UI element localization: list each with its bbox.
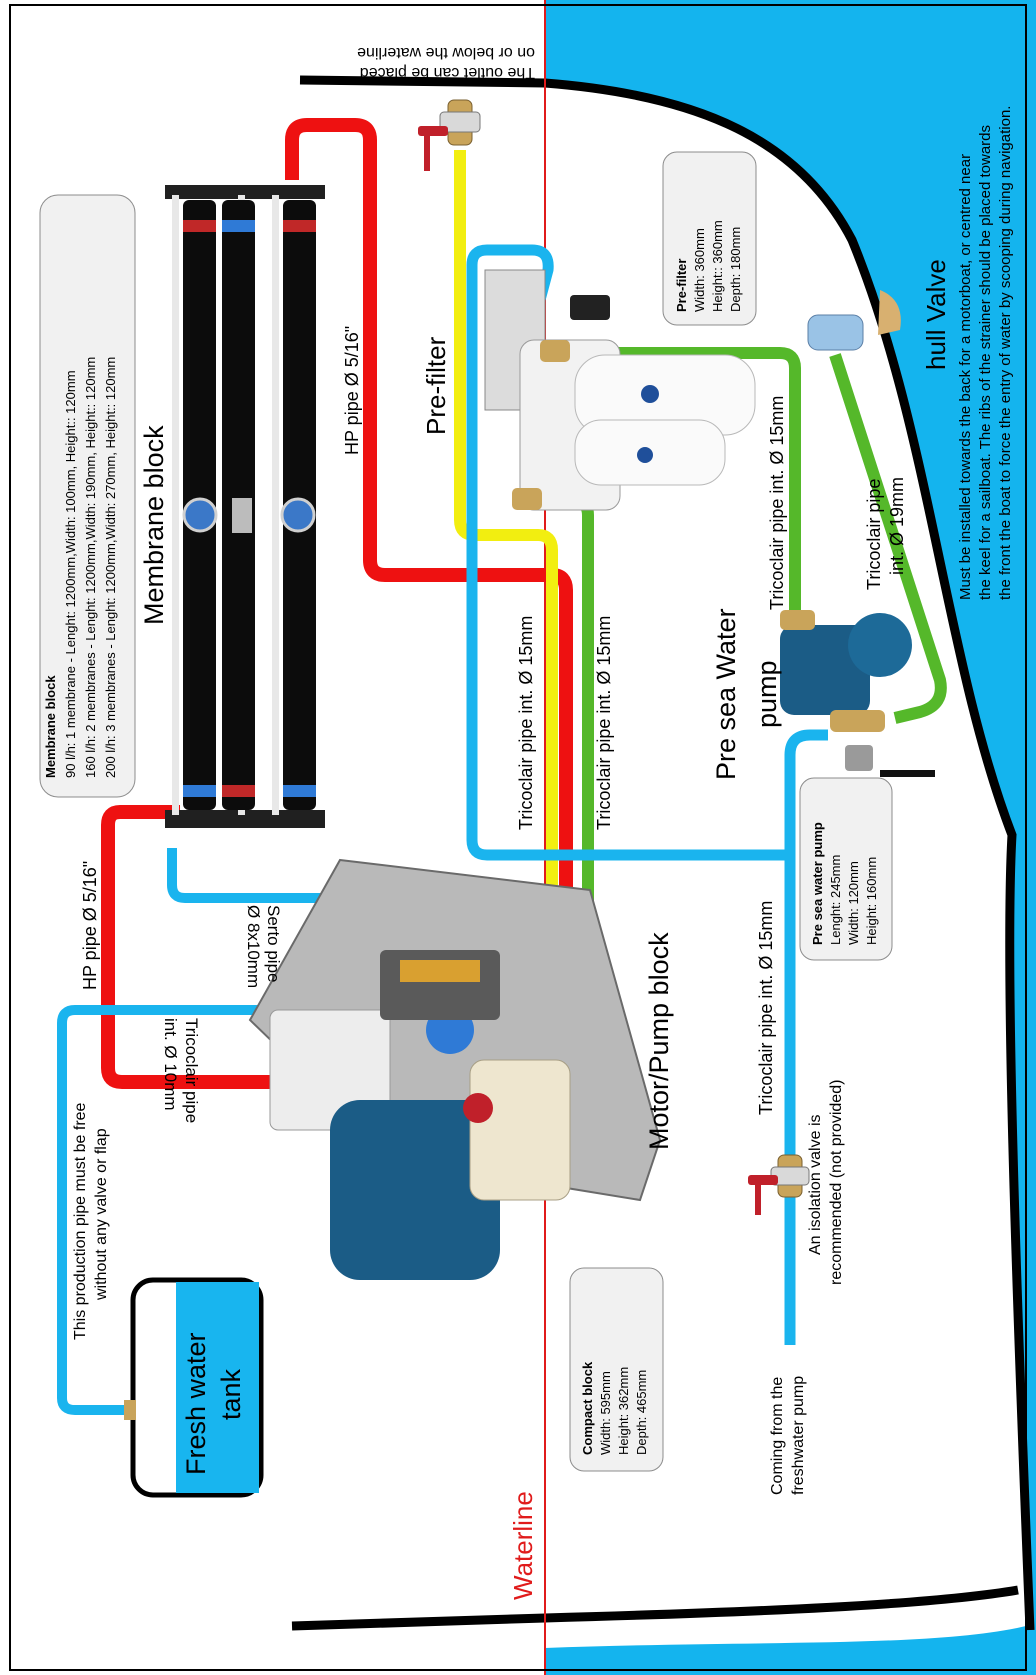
- outlet-note: on or below the waterline: [357, 44, 535, 61]
- hull-valve-note: Must be installed towards the back for a…: [957, 154, 974, 600]
- prefilter-info-line: Height:: 360mm: [710, 220, 725, 312]
- hull-valve-note: the keel for a sailboat. The ribs of the…: [977, 125, 994, 600]
- hp-pipe-top-label: HP pipe Ø 5/16": [342, 326, 362, 455]
- membrane-info-line: 90 l/h: 1 membrane - Lenght: 1200mm,Widt…: [63, 370, 78, 778]
- pump-info-line: Lenght: 245mm: [828, 855, 843, 945]
- compact-info-line: Width: 595mm: [598, 1371, 613, 1455]
- pump-title: pump: [752, 660, 782, 728]
- freshwater-origin-note: Coming from the: [769, 1377, 786, 1495]
- prefilter-info-line: Width: 360mm: [692, 228, 707, 312]
- membrane-block-title: Membrane block: [139, 425, 169, 625]
- membrane-info-title: Membrane block: [43, 675, 58, 778]
- tricoclair-15-mid-label: Tricoclair pipe int. Ø 15mm: [594, 616, 614, 830]
- production-pipe-note: without any valve or flap: [93, 1128, 110, 1301]
- fresh-water-tank-label: Fresh water: [181, 1332, 211, 1475]
- tricoclair-19-label: int. Ø 19mm: [887, 477, 907, 575]
- prefilter-info-line: Depth: 180mm: [728, 227, 743, 312]
- prefilter-info-title: Pre-filter: [674, 259, 689, 312]
- hp-pipe-bottom-label: HP pipe Ø 5/16": [80, 861, 100, 990]
- isolation-valve-note: An isolation valve is: [807, 1114, 824, 1255]
- compact-info-title: Compact block: [580, 1361, 595, 1455]
- outlet-note: The outlet can be placed: [360, 64, 535, 81]
- prefilter-info-box: Pre-filter Width: 360mm Height:: 360mm D…: [663, 152, 756, 325]
- membrane-info-line: 160 l/h: 2 membranes - Lenght: 1200mm,Wi…: [83, 357, 98, 778]
- serto-pipe-label: Serto pipe: [264, 905, 283, 983]
- hull-valve-title: hull Valve: [921, 259, 951, 370]
- motor-pump-block-title: Motor/Pump block: [644, 932, 674, 1150]
- production-pipe-note: This production pipe must be free: [72, 1102, 89, 1340]
- membrane-info-box: Membrane block 90 l/h: 1 membrane - Leng…: [40, 195, 135, 797]
- pump-info-title: Pre sea water pump: [810, 822, 825, 945]
- isolation-valve-note: recommended (not provided): [828, 1080, 845, 1285]
- pump-title: Pre sea Water: [711, 608, 741, 780]
- pump-info-box: Pre sea water pump Lenght: 245mm Width: …: [800, 778, 892, 960]
- pump-info-line: Height: 160mm: [864, 857, 879, 945]
- hull-valve-note: the front the boat to force the entry of…: [997, 106, 1014, 600]
- membrane-info-line: 200 l/h: 3 membranes - Lenght: 1200mm,Wi…: [103, 357, 118, 778]
- tricoclair-15-right-label: Tricoclair pipe int. Ø 15mm: [767, 396, 787, 610]
- prefilter-title: Pre-filter: [421, 336, 451, 435]
- membrane-block-device: [165, 185, 325, 828]
- compact-info-box: Compact block Width: 595mm Height: 362mm…: [570, 1268, 663, 1471]
- tricoclair-15-left-label: Tricoclair pipe int. Ø 15mm: [516, 616, 536, 830]
- waterline-label: Waterline: [508, 1491, 538, 1600]
- freshwater-origin-note: freshwater pump: [790, 1376, 807, 1495]
- compact-info-line: Depth: 465mm: [634, 1370, 649, 1455]
- tricoclair-10-label: Tricoclair pipe: [182, 1018, 201, 1123]
- compact-info-line: Height: 362mm: [616, 1367, 631, 1455]
- serto-pipe-label: Ø 8x10mm: [244, 905, 263, 988]
- fresh-water-tank-label: tank: [216, 1368, 246, 1420]
- tricoclair-15-sea-label: Tricoclair pipe int. Ø 15mm: [756, 901, 776, 1115]
- tricoclair-10-label: int. Ø 10mm: [161, 1018, 180, 1111]
- tricoclair-19-label: Tricoclair pipe: [864, 479, 884, 590]
- pump-info-line: Width: 120mm: [846, 861, 861, 945]
